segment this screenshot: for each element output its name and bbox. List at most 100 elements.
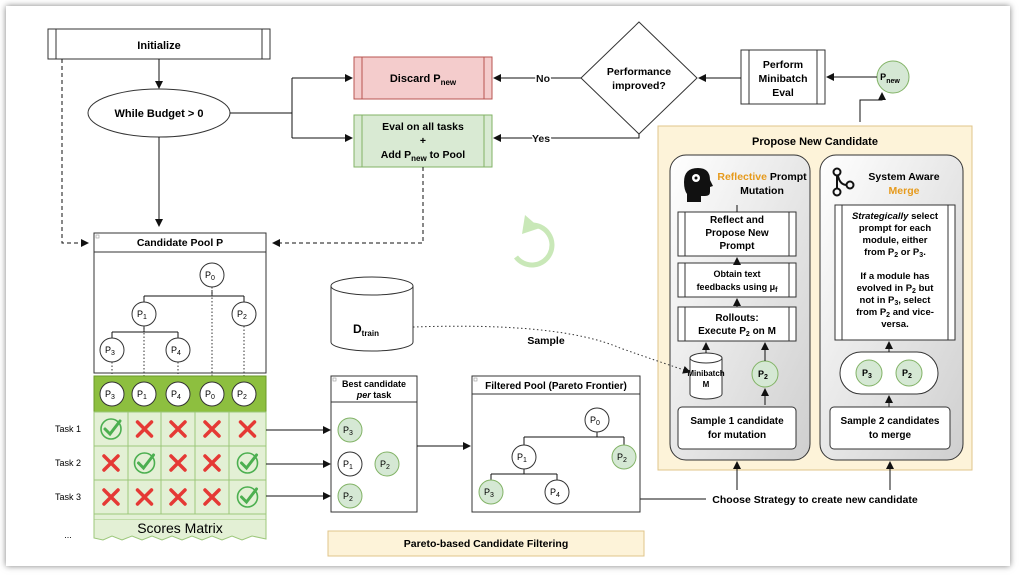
rollouts-line2: Execute P2 on M [698,326,776,338]
best-p2a-label: P2 [380,459,390,471]
filtered-p1-label: P1 [517,452,527,464]
filtered-p3-label: P3 [484,487,494,499]
matrix-header-node [165,381,191,407]
pool-p3-label: P3 [105,345,115,357]
strat-line2: prompt for each [859,223,932,234]
cross-icon [203,420,221,438]
cross-icon [135,420,154,438]
performance-diamond: Performance improved? [580,21,698,135]
pnew-label: Pnew [880,72,900,85]
arrow-yes [493,134,640,142]
dashed-eval-to-pool [272,167,424,247]
filtered-p0-node [584,407,610,433]
check-mark [103,419,122,437]
matrix-cell [228,479,267,515]
matrix-header-node [199,381,225,407]
cross-icon [203,454,221,472]
matrix-header-node [131,381,157,407]
while-budget-ellipse: While Budget > 0 [87,88,231,138]
merge-p2-label: P2 [902,368,912,380]
candidate-pool-title: Candidate Pool P [137,237,223,249]
merge-p2-node [895,359,923,387]
minibatch-cylinder: Minibatch M [687,352,725,400]
check-mark [240,453,258,471]
merge-pill [839,351,939,395]
check-mark [240,487,258,505]
pareto-label-box: Pareto-based Candidate Filtering [327,530,645,557]
merge-panel: System Aware Merge Strategically select … [819,154,964,461]
filtered-p4-node [544,479,570,505]
best-title-line1: Best candidate [342,379,406,389]
filtered-p1-node [511,444,537,470]
cross-icon [169,488,187,506]
best-p2b-label: P2 [343,491,353,503]
cross-icon [102,454,120,472]
matrix-cell [228,445,267,481]
merge-p3-label: P3 [862,368,872,380]
filtered-p3-node [478,479,504,505]
system-aware-title: System Aware [868,171,939,183]
initialize-box: Initialize [47,28,271,60]
eval-plus: + [420,135,426,147]
reflective-panel: Reflective Prompt Mutation Reflect and P… [669,154,811,461]
matrix-header-label: P4 [171,389,181,401]
merge-icon [832,167,855,197]
filtered-p2-label: P2 [617,452,627,464]
perform-line3: Eval [772,87,794,99]
perform-eval-box: Perform Minibatch Eval [740,49,826,105]
candidate-pool-box: Candidate Pool P P0 P1 P2 P3 P4 [93,232,267,374]
matrix-header-label: P3 [105,389,115,401]
discard-label: Discard Pnew [390,73,457,87]
mutation-title: Mutation [740,185,784,197]
check-icon [236,452,259,474]
eval-line1: Eval on all tasks [382,121,464,133]
obtain-line2: feedbacks using μf [697,282,779,294]
dtrain-cylinder: Dtrain [330,276,414,352]
scores-matrix-title: Scores Matrix [137,520,223,536]
initialize-label: Initialize [137,40,180,52]
dotted-sample-path [412,325,691,374]
strat-line7: not in P3, select [860,295,932,307]
cross-icon [238,420,257,438]
cross-icon [102,488,120,506]
filtered-p4-label: P4 [550,487,560,499]
sample2-line1: Sample 2 candidates [841,416,940,427]
best-p2b-node [337,483,363,509]
dtrain-label: Dtrain [353,322,379,338]
best-p1-node [337,451,363,477]
discard-box: Discard Pnew [353,56,493,100]
reflect-line3: Prompt [720,241,756,252]
matrix-header-label: P2 [237,389,247,401]
matrix-header-node [99,381,125,407]
while-budget-label: While Budget > 0 [115,108,204,120]
perform-line2: Minibatch [759,73,808,85]
task-label: Task 2 [55,458,81,468]
task-label: ... [64,530,72,540]
no-label: No [536,73,550,85]
pool-p0-label: P0 [205,270,215,282]
strat-line3: module, either [863,235,928,246]
pool-p1-label: P1 [137,309,147,321]
merge-p3-node [855,359,883,387]
pnew-node: Pnew [876,60,910,94]
eval-box: Eval on all tasks + Add Pnew to Pool [353,114,493,168]
matrix-body [93,411,267,521]
filtered-pool-box: Filtered Pool (Pareto Frontier) P0 P1 P2… [471,375,641,513]
matrix-header-label: P0 [205,389,215,401]
filtered-title: Filtered Pool (Pareto Frontier) [485,381,627,392]
cross-icon [169,420,187,438]
sample1-line2: for mutation [708,430,766,441]
performance-line1: Performance [607,66,671,78]
reflect-line1: Reflect and [710,215,764,226]
merge-title: Merge [889,185,920,197]
reflect-line2: Propose New [705,228,769,239]
cross-icon [203,488,221,506]
best-p3-label: P3 [343,425,353,437]
strat-line6: evolved in P2 but [857,283,935,295]
eval-line2: Add Pnew to Pool [381,149,465,163]
check-mark [137,453,155,471]
yes-label: Yes [532,133,550,145]
